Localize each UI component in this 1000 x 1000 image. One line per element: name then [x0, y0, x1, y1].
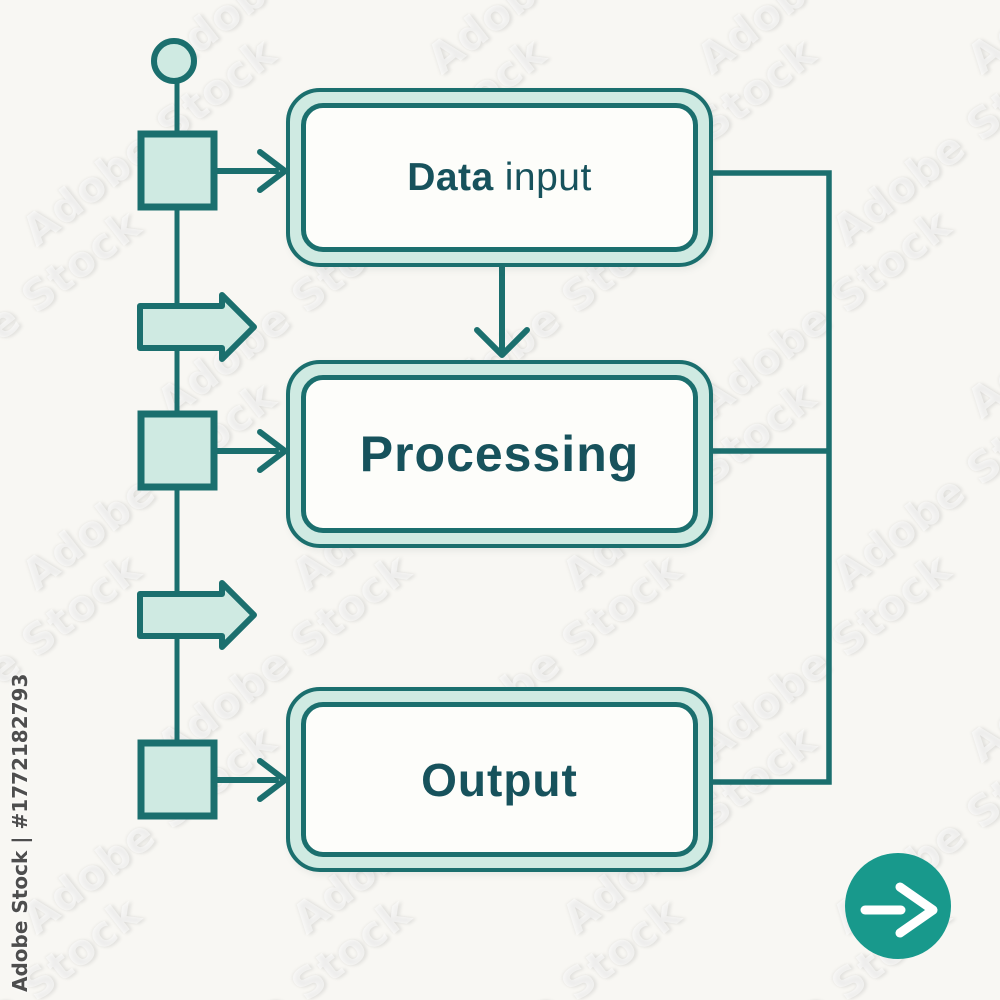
box-data-input: Data input [286, 88, 713, 267]
flow-block-arrow-2 [137, 580, 257, 650]
processing-label: Processing [359, 426, 640, 482]
arrowhead-to-data-input [257, 149, 288, 193]
arrowhead-to-processing [257, 429, 288, 473]
stock-id-watermark: Adobe Stock | #1772182793 [8, 673, 32, 992]
step-square-1 [137, 130, 218, 211]
box-processing-inner: Processing [301, 375, 698, 533]
output-label: Output [421, 753, 578, 806]
arrowhead-to-output [257, 758, 288, 802]
flow-block-arrow-1 [137, 292, 257, 362]
box-data-input-inner: Data input [301, 103, 698, 252]
box-output-inner: Output [301, 702, 698, 857]
step-square-3 [137, 739, 218, 820]
data-input-label-bold: Data [407, 155, 494, 199]
start-circle-node [151, 38, 197, 84]
next-button[interactable] [845, 853, 951, 959]
feedback-loop-connector [711, 170, 832, 785]
arrowhead-data-input-to-processing [474, 327, 530, 358]
step-square-2 [137, 410, 218, 491]
arrow-right-icon [860, 882, 938, 938]
box-output: Output [286, 687, 713, 872]
data-input-label-regular: input [504, 155, 592, 199]
box-processing: Processing [286, 360, 713, 548]
